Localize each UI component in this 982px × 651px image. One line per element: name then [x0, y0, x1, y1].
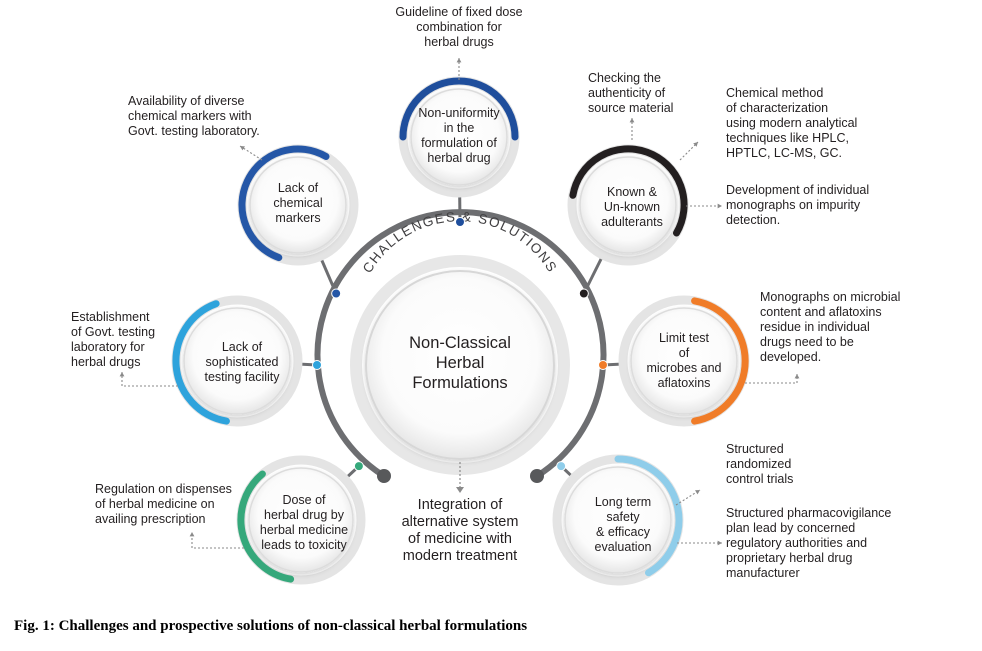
connector-dot-sophisticated-testing — [313, 361, 322, 370]
node-label-sophisticated-testing: Lack of sophisticated testing facility — [184, 340, 300, 385]
arc-end-dot-left — [377, 469, 391, 483]
arrow-regulation — [190, 532, 244, 548]
arrow-chemical-markers — [240, 146, 262, 160]
arrow-monographs-microbial — [745, 374, 799, 383]
connector-dot-lack-of-chemical-markers — [332, 289, 341, 298]
connector-dot-adulterants — [579, 289, 588, 298]
solution-authenticity: Checking the authenticity of source mate… — [588, 71, 673, 116]
node-label-lack-of-chemical-markers: Lack of chemical markers — [250, 181, 346, 226]
connector-dot-limit-test — [599, 361, 608, 370]
connector-lack-of-chemical-markers — [320, 256, 336, 293]
arrow-chemical-method — [680, 142, 698, 160]
connector-dot-non-uniformity — [456, 218, 465, 227]
figure-caption: Fig. 1: Challenges and prospective solut… — [14, 618, 527, 635]
node-label-adulterants: Known & Un-known adulterants — [584, 185, 680, 230]
solution-fixed-dose: Guideline of fixed dose combination for … — [374, 5, 544, 50]
solution-chemical-markers: Availability of diverse chemical markers… — [128, 94, 260, 139]
node-label-limit-test: Limit test of microbes and aflatoxins — [630, 331, 738, 391]
outcome-label: Integration of alternative system of med… — [380, 497, 540, 565]
solution-monographs-microbial: Monographs on microbial content and afla… — [760, 290, 900, 365]
arrow-testing-lab — [120, 372, 178, 386]
hub-label: Non-Classical Herbal Formulations — [380, 333, 540, 393]
node-label-dose-toxicity: Dose of herbal drug by herbal medicine l… — [246, 493, 362, 553]
solution-regulation: Regulation on dispenses of herbal medici… — [95, 482, 232, 527]
connector-adulterants — [584, 255, 603, 293]
node-label-non-uniformity: Non-uniformity in the formulation of her… — [407, 106, 511, 166]
solution-monographs-impurity: Development of individual monographs on … — [726, 183, 869, 228]
arrow-monographs-impurity — [686, 204, 722, 209]
outcome-arrow-head — [456, 487, 464, 493]
connector-dot-long-term-safety — [557, 462, 566, 471]
connector-dot-dose-toxicity — [354, 462, 363, 471]
solution-testing-lab: Establishment of Govt. testing laborator… — [71, 310, 155, 370]
arrow-authenticity — [630, 118, 635, 140]
arrow-rct — [676, 490, 700, 505]
arc-end-dot-right — [530, 469, 544, 483]
solution-chemical-method: Chemical method of characterization usin… — [726, 86, 857, 161]
node-label-long-term-safety: Long term safety & efficacy evaluation — [568, 495, 678, 555]
solution-pharmacovigilance: Structured pharmacovigilance plan lead b… — [726, 506, 891, 581]
arrow-pharmacovigilance — [677, 541, 722, 546]
solution-rct: Structured randomized control trials — [726, 442, 793, 487]
